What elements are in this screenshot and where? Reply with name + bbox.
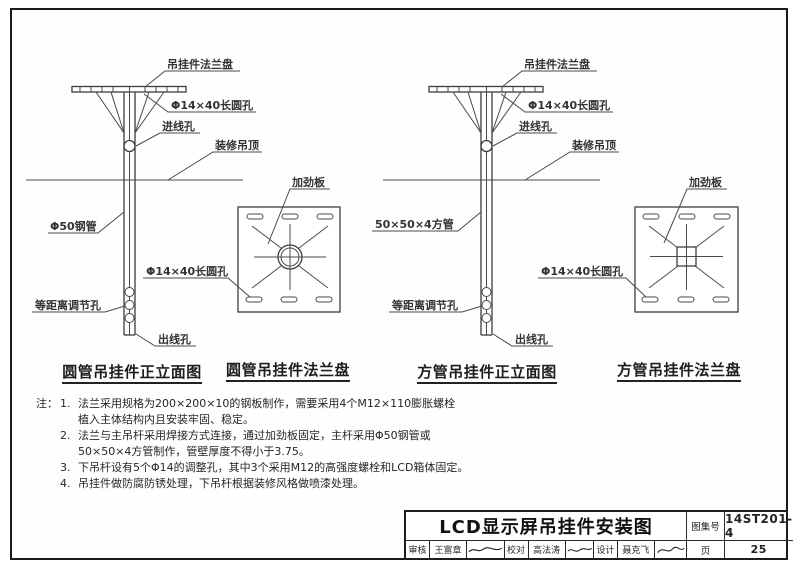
label-hanger-flange: 吊挂件法兰盘	[524, 57, 590, 71]
note-item: 3. 下吊杆设有5个Φ14的调整孔，其中3个采用M12的高强度螺栓和LCD箱体固…	[60, 461, 469, 474]
signature-scribble	[467, 541, 505, 558]
credits-row: 审核 王富章 校对 高法涛 设计 聂克飞	[406, 540, 686, 558]
inlet-hole-symbol	[123, 139, 136, 153]
page-no-value: 25	[724, 540, 793, 558]
page-no-label: 页	[686, 540, 724, 558]
drawing-title: LCD显示屏吊挂件安装图	[439, 517, 653, 538]
label-stiffener: 加劲板	[291, 175, 326, 189]
atlas-no-value: 14ST201-4	[724, 512, 793, 540]
atlas-no-label: 图集号	[686, 512, 724, 540]
label-stiffener: 加劲板	[688, 175, 723, 189]
title-block: LCD显示屏吊挂件安装图 图集号 14ST201-4 审核 王富章 校对 高法涛…	[404, 510, 793, 560]
credit-role: 设计	[594, 541, 618, 558]
label-inlet-hole: 进线孔	[519, 119, 552, 133]
label-hanger-flange: 吊挂件法兰盘	[167, 57, 233, 71]
notes-section: 注： 1. 法兰采用规格为200×200×10的钢板制作，需要采用4个M12×1…	[36, 396, 488, 492]
label-adjust-holes: 等距离调节孔	[34, 298, 101, 312]
label-round-pipe: Φ50钢管	[50, 219, 97, 233]
label-ceiling: 装修吊顶	[214, 138, 259, 152]
diagram-title-square-flange: 方管吊挂件法兰盘	[617, 361, 741, 382]
square-elevation-diagram: 吊挂件法兰盘 Φ14×40长圆孔 进线孔 装修吊顶 50×50×4方管 等距离调…	[372, 57, 619, 347]
inlet-hole-symbol	[480, 139, 493, 153]
label-slot-hole: Φ14×40长圆孔	[528, 98, 610, 112]
credit-role: 审核	[406, 541, 430, 558]
label-inlet-hole: 进线孔	[162, 119, 195, 133]
label-outlet-hole: 出线孔	[158, 332, 191, 346]
label-ceiling: 装修吊顶	[571, 138, 616, 152]
diagram-title-square-elevation: 方管吊挂件正立面图	[417, 363, 557, 384]
signature-scribble	[566, 541, 594, 558]
label-slot-hole: Φ14×40长圆孔	[541, 264, 623, 278]
label-slot-hole: Φ14×40长圆孔	[146, 264, 228, 278]
credit-role: 校对	[505, 541, 529, 558]
label-slot-hole: Φ14×40长圆孔	[171, 98, 253, 112]
note-item: 4. 吊挂件做防腐防锈处理，下吊杆根据装修风格做喷漆处理。	[60, 477, 364, 490]
notes-prefix: 注：	[36, 397, 58, 410]
note-item: 注： 1. 法兰采用规格为200×200×10的钢板制作，需要采用4个M12×1…	[36, 397, 456, 426]
square-flange-diagram: 加劲板 Φ14×40长圆孔	[538, 175, 739, 313]
credit-name: 聂克飞	[618, 541, 655, 558]
drawing-canvas: 吊挂件法兰盘 Φ14×40长圆孔 进线孔 装修吊顶 Φ50钢管 等距离调节孔 出…	[26, 57, 739, 347]
credit-name: 王富章	[430, 541, 467, 558]
round-flange-diagram: 加劲板 Φ14×40长圆孔	[143, 175, 341, 313]
label-square-pipe: 50×50×4方管	[375, 217, 454, 231]
note-item: 2. 法兰与主吊杆采用焊接方式连接，通过加劲板固定，主杆采用Φ50钢管或 50×…	[60, 429, 431, 458]
credit-name: 高法涛	[529, 541, 566, 558]
label-outlet-hole: 出线孔	[515, 332, 548, 346]
diagram-title-round-flange: 圆管吊挂件法兰盘	[226, 361, 350, 382]
diagram-title-round-elevation: 圆管吊挂件正立面图	[62, 363, 202, 384]
signature-scribble	[655, 541, 686, 558]
label-adjust-holes: 等距离调节孔	[391, 298, 458, 312]
round-elevation-diagram: 吊挂件法兰盘 Φ14×40长圆孔 进线孔 装修吊顶 Φ50钢管 等距离调节孔 出…	[26, 57, 262, 347]
